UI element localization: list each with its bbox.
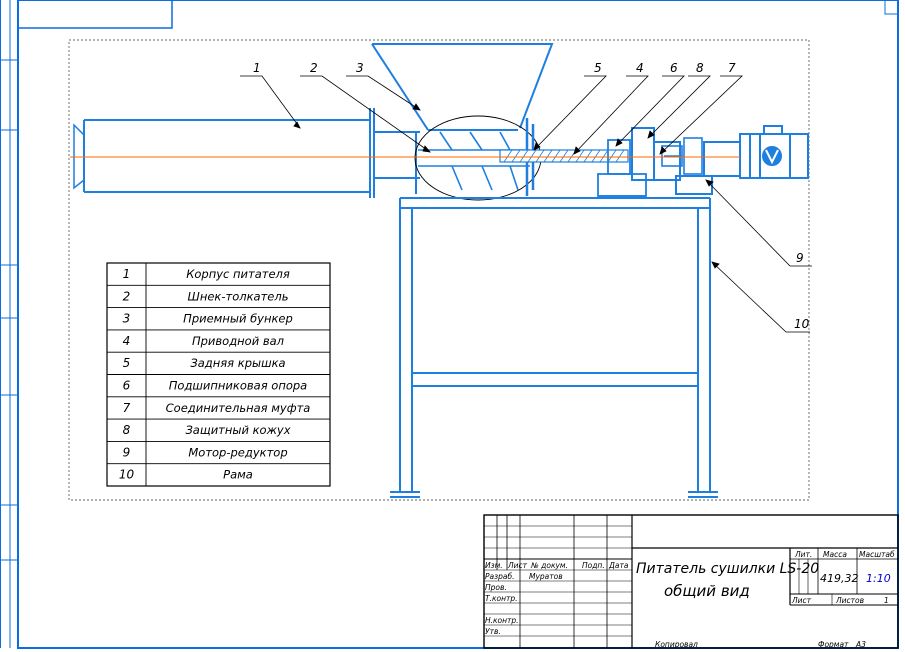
part-number: 6: [123, 379, 131, 393]
sheet-label: Лист: [791, 596, 812, 605]
protective-casing: [631, 127, 681, 181]
prov-label: Пров.: [485, 583, 507, 592]
leader-number: 2: [310, 61, 318, 75]
utv-label: Утв.: [485, 627, 501, 636]
razrab-label: Разраб.: [485, 572, 514, 581]
leader-number: 4: [636, 61, 644, 75]
part-number: 7: [123, 401, 131, 415]
title-block-text: Изм. Лист № докум. Подп. Дата Разраб. Му…: [485, 550, 895, 649]
feeder-housing: [73, 108, 375, 198]
col-sign: Подп.: [582, 561, 605, 570]
leader-number: 10: [794, 317, 810, 331]
sheets-label: Листов: [835, 596, 864, 605]
leader-lines: [240, 75, 812, 333]
tkontr-label: Т.контр.: [485, 594, 518, 603]
part-name: Приводной вал: [192, 334, 285, 348]
part-name: Защитный кожух: [185, 423, 290, 437]
part-number: 4: [123, 334, 131, 348]
part-name: Мотор-редуктор: [188, 445, 287, 459]
drive-shaft: [499, 149, 629, 163]
parts-table: 1 Корпус питателя 2 Шнек-толкатель 3 Приемный…: [106, 262, 331, 487]
part-name: Соединительная муфта: [166, 401, 311, 415]
coupling: [661, 137, 703, 175]
mass-label: Масса: [823, 550, 847, 559]
col-izm: Изм.: [485, 561, 503, 570]
leader-number: 3: [356, 61, 364, 75]
scale-value: 1:10: [866, 572, 891, 585]
razrab-name: Муратов: [529, 572, 563, 581]
nkontr-label: Н.контр.: [485, 616, 519, 625]
leader-number: 1: [253, 61, 261, 75]
support-frame: [390, 197, 718, 498]
scale-label: Масштаб: [859, 550, 895, 559]
mass-value: 419,32: [820, 572, 859, 585]
part-name: Рама: [223, 468, 253, 482]
part-name: Приемный бункер: [183, 312, 293, 326]
drawing-title: Питатель сушилки LS-20: [636, 561, 819, 577]
col-doc: № докум.: [530, 561, 568, 570]
lit-label: Лит.: [794, 550, 812, 559]
part-number: 9: [123, 445, 131, 459]
format-value: А3: [855, 640, 866, 649]
drawing-subtitle: общий вид: [664, 582, 750, 600]
part-number: 8: [123, 423, 131, 437]
part-name: Шнек-толкатель: [188, 289, 289, 303]
leader-number: 7: [728, 61, 736, 75]
col-date: Дата: [608, 561, 629, 570]
part-number: 3: [123, 312, 131, 326]
part-number: 2: [123, 289, 131, 303]
col-list: Лист: [507, 561, 528, 570]
sheets-value: 1: [884, 596, 889, 605]
bearing-support: [597, 139, 647, 197]
part-name: Корпус питателя: [186, 267, 290, 281]
copied-label: Копировал: [655, 640, 698, 649]
part-number: 10: [119, 468, 135, 482]
leader-number: 5: [594, 61, 602, 75]
part-number: 5: [123, 356, 131, 370]
leader-number: 9: [796, 251, 804, 265]
receiving-hopper: [371, 43, 554, 131]
leader-number: 8: [696, 61, 704, 75]
leader-numbers: 1 2 3 5 4 6 8 7 9 10: [253, 61, 810, 331]
title-block: [483, 514, 899, 649]
part-name: Подшипниковая опора: [169, 379, 307, 393]
part-number: 1: [123, 267, 131, 281]
leader-number: 6: [670, 61, 678, 75]
motor-reducer: [675, 125, 809, 195]
format-label: Формат: [818, 640, 849, 649]
part-name: Задняя крышка: [190, 356, 285, 370]
machine-drawing: [70, 43, 809, 498]
